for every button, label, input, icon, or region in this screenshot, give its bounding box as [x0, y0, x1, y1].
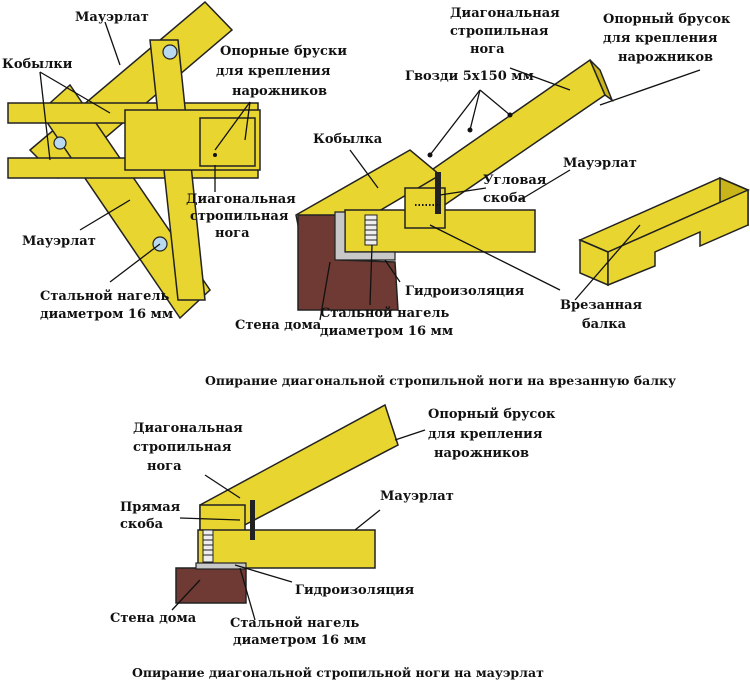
label-tr-diag-3: нога — [470, 42, 505, 57]
label-tr-waterproof: Гидроизоляция — [405, 284, 525, 299]
label-corner-1: Угловая — [483, 173, 547, 188]
straight-bracket — [250, 500, 255, 540]
steel-peg-bottom — [202, 529, 214, 563]
caption-bottom: Опирание диагональной стропильной ноги н… — [132, 665, 544, 680]
label-diag-1: Диагональная — [186, 192, 296, 207]
label-beam-2: балка — [582, 317, 627, 332]
label-diag-3: нога — [215, 226, 250, 241]
steel-peg-upper — [162, 44, 178, 60]
diagonal-rafter-3d-side — [589, 59, 614, 103]
label-tr-peg-2: диаметром 16 мм — [320, 324, 453, 339]
label-bracket-1: Прямая — [120, 500, 181, 515]
label-mauerlat-bottom: Мауэрлат — [22, 234, 96, 249]
corner-bracket — [435, 172, 441, 214]
label-kobylka: Кобылка — [313, 132, 383, 147]
label-tr-support-2: для крепления — [603, 31, 718, 46]
nail-dot — [213, 153, 217, 157]
label-b-diag-1: Диагональная — [133, 421, 243, 436]
section-cut-in-beam: Диагональная стропильная нога Опорный бр… — [235, 6, 750, 339]
label-tr-peg-1: Стальной нагель — [320, 306, 450, 321]
label-mauerlat-top: Мауэрлат — [75, 10, 149, 25]
label-tr-wall: Стена дома — [235, 318, 322, 333]
section-on-mauerlat: Диагональная стропильная нога Опорный бр… — [110, 403, 556, 648]
label-bracket-2: скоба — [120, 517, 164, 532]
label-tr-mauerlat: Мауэрлат — [563, 156, 637, 171]
mauerlat-beam-lower — [39, 83, 211, 320]
label-b-support-2: для крепления — [428, 427, 543, 442]
house-wall-bottom — [175, 567, 247, 604]
support-block-inner — [199, 117, 256, 167]
mauerlat-bottom — [197, 529, 376, 569]
label-b-mauerlat: Мауэрлат — [380, 489, 454, 504]
steel-peg-left — [53, 136, 67, 150]
plan-view: Мауэрлат Кобылки Опорные бруски для креп… — [2, 0, 347, 322]
waterproofing-bottom — [195, 562, 247, 570]
label-corner-2: скоба — [483, 191, 527, 206]
label-supports-3: нарожников — [232, 84, 327, 99]
label-tr-diag-1: Диагональная — [450, 6, 560, 21]
label-b-wall: Стена дома — [110, 611, 197, 626]
label-supports-2: для крепления — [216, 64, 331, 79]
label-b-diag-2: стропильная — [133, 440, 232, 455]
label-b-diag-3: нога — [147, 459, 182, 474]
label-supports-1: Опорные бруски — [220, 44, 347, 59]
label-peg-2: диаметром 16 мм — [40, 307, 173, 322]
label-beam-1: Врезанная — [560, 298, 643, 313]
waterproofing-3d — [334, 211, 396, 261]
label-b-peg-2: диаметром 16 мм — [233, 633, 366, 648]
label-tr-support-1: Опорный брусок — [603, 12, 731, 27]
label-b-peg-1: Стальной нагель — [230, 616, 360, 631]
label-kobylki: Кобылки — [2, 57, 73, 72]
label-diag-2: стропильная — [190, 209, 289, 224]
label-b-support-1: Опорный брусок — [428, 407, 556, 422]
label-tr-diag-2: стропильная — [450, 24, 549, 39]
label-b-waterproof: Гидроизоляция — [295, 583, 415, 598]
label-tr-support-3: нарожников — [618, 50, 713, 65]
steel-peg-3d — [364, 214, 378, 246]
label-b-support-3: нарожников — [434, 446, 529, 461]
label-nails: Гвозди 5х150 мм — [405, 69, 534, 84]
cut-in-beam — [578, 176, 750, 287]
label-peg-1: Стальной нагель — [40, 289, 170, 304]
caption-top: Опирание диагональной стропильной ноги н… — [205, 373, 676, 388]
